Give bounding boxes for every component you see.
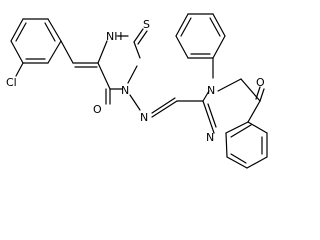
bond-inner <box>209 17 221 37</box>
chlorine-atom-label: Cl <box>6 76 17 89</box>
bond <box>225 132 228 158</box>
bond <box>97 40 108 64</box>
bond <box>60 40 74 64</box>
imidazolone-oxygen-label: O <box>93 103 102 116</box>
bond <box>225 121 249 134</box>
bond <box>247 100 261 123</box>
bond <box>97 62 111 90</box>
bond-lines <box>10 13 268 169</box>
bond <box>133 41 141 59</box>
bond <box>47 18 62 42</box>
bond <box>151 97 176 114</box>
bond <box>175 13 189 37</box>
thione-sulfur-label: S <box>143 18 150 31</box>
imine-n-label: N <box>140 111 148 124</box>
bond-inner <box>15 22 27 42</box>
bond <box>10 40 24 64</box>
ring-nh-label: NH <box>106 30 123 43</box>
bond-inner <box>180 17 192 37</box>
bond <box>137 30 148 45</box>
bond <box>47 40 62 64</box>
quinazolinone-n1-label: N <box>206 131 214 144</box>
bond <box>259 88 265 102</box>
bond <box>175 35 189 59</box>
bond <box>217 78 242 92</box>
bond <box>247 121 268 134</box>
bond-inner <box>230 124 252 138</box>
bond <box>129 94 141 111</box>
imidazolone-n3-label: N <box>121 84 129 97</box>
bond-inner <box>207 103 217 128</box>
quinazolinone-oxygen-label: O <box>256 76 265 89</box>
bond <box>133 28 144 43</box>
chemical-structure-diagram: Cl S NH N N O O N N <box>6 13 268 169</box>
bond <box>226 156 248 169</box>
bond <box>15 62 24 77</box>
bond-inner <box>44 22 56 42</box>
bond <box>202 100 215 134</box>
bond <box>246 156 268 169</box>
bond <box>212 13 226 37</box>
bond <box>255 86 261 100</box>
structure-canvas: Cl S NH N N O O N N <box>6 13 268 169</box>
bond <box>202 90 210 102</box>
bond-inner <box>230 153 247 164</box>
bond <box>212 35 226 59</box>
bond <box>127 65 138 84</box>
quinazolinone-n3-label: N <box>207 84 215 97</box>
bond <box>10 18 24 42</box>
bond <box>151 100 178 118</box>
